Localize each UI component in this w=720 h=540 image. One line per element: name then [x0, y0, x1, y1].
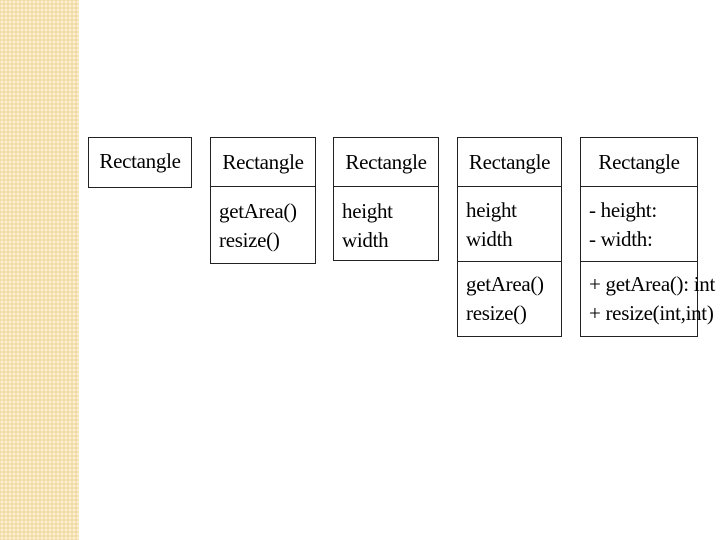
uml-class-box-with-operations: Rectangle getArea() resize() [210, 137, 316, 264]
operation-item: resize() [219, 228, 280, 252]
operations-compartment: getArea() resize() [458, 261, 561, 336]
attribute-item: width [342, 228, 389, 252]
uml-class-box-with-attributes: Rectangle height width [333, 137, 439, 261]
operation-item: resize() [466, 301, 527, 325]
operation-item: getArea() [466, 272, 544, 296]
operations-compartment: getArea() resize() [211, 186, 315, 262]
attribute-item: height [466, 198, 517, 222]
operation-item: + getArea(): int [589, 272, 715, 296]
uml-class-box-name-only: Rectangle [88, 137, 192, 188]
uml-class-box-full: Rectangle height width getArea() resize(… [457, 137, 562, 337]
attributes-compartment: height width [458, 186, 561, 261]
attribute-item: - height: [589, 198, 657, 222]
class-name: Rectangle [345, 149, 427, 174]
attributes-compartment: - height: - width: [581, 186, 697, 261]
uml-class-box-full-typed: Rectangle - height: - width: + getArea()… [580, 137, 715, 337]
attribute-item: width [466, 227, 513, 251]
operations-compartment: + getArea(): int + resize(int,int) [581, 261, 715, 336]
class-name: Rectangle [468, 149, 551, 174]
class-name: Rectangle [598, 149, 680, 174]
attribute-item: - width: [589, 227, 653, 251]
attributes-compartment: height width [334, 186, 438, 262]
decorative-side-band [0, 0, 79, 540]
operation-item: + resize(int,int) [589, 301, 714, 325]
class-name: Rectangle [222, 149, 304, 174]
operation-item: getArea() [219, 199, 297, 223]
class-name: Rectangle [99, 149, 181, 173]
attribute-item: height [342, 199, 393, 223]
